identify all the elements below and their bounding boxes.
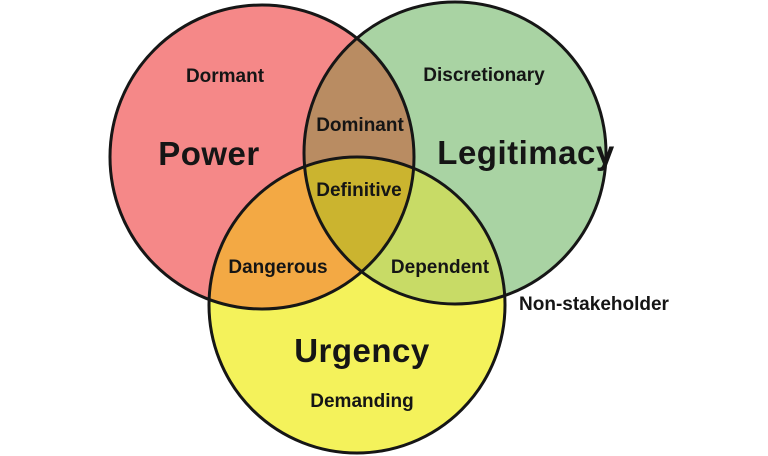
dormant-label: Dormant [186, 66, 265, 87]
legitimacy-label: Legitimacy [437, 134, 615, 171]
demanding-label: Demanding [310, 391, 413, 412]
definitive-region [304, 157, 414, 304]
non-stakeholder-label: Non-stakeholder [519, 294, 670, 315]
dependent-label: Dependent [391, 257, 490, 278]
urgency-label: Urgency [294, 332, 430, 369]
power-label: Power [158, 135, 260, 172]
definitive-label: Definitive [316, 180, 402, 201]
legitimacy-circle-outline [302, 0, 608, 306]
dominant-label: Dominant [316, 115, 404, 136]
power-circle-outline [108, 3, 416, 311]
urgency-circle-outline [207, 155, 507, 455]
discretionary-label: Discretionary [423, 65, 545, 86]
dangerous-label: Dangerous [228, 257, 327, 278]
